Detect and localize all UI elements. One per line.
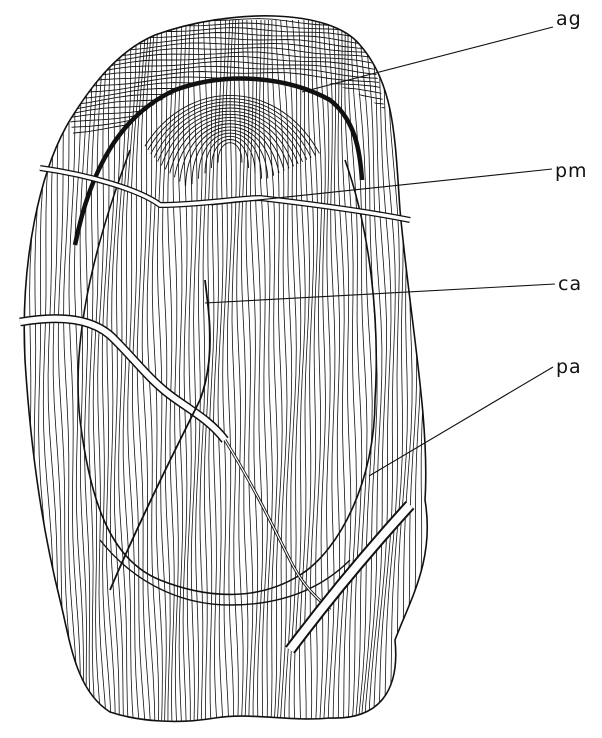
striation-line	[2, 20, 21, 730]
striation-line	[429, 20, 445, 730]
label-ag: ag	[556, 8, 582, 30]
label-pa: pa	[556, 356, 582, 378]
label-ca: ca	[558, 273, 582, 295]
cap-band-line	[60, 0, 400, 14]
striation-line	[6, 20, 27, 730]
striation-line	[426, 20, 439, 730]
striation-line	[423, 20, 434, 730]
label-pm: pm	[555, 160, 588, 182]
striation-line	[0, 20, 15, 730]
